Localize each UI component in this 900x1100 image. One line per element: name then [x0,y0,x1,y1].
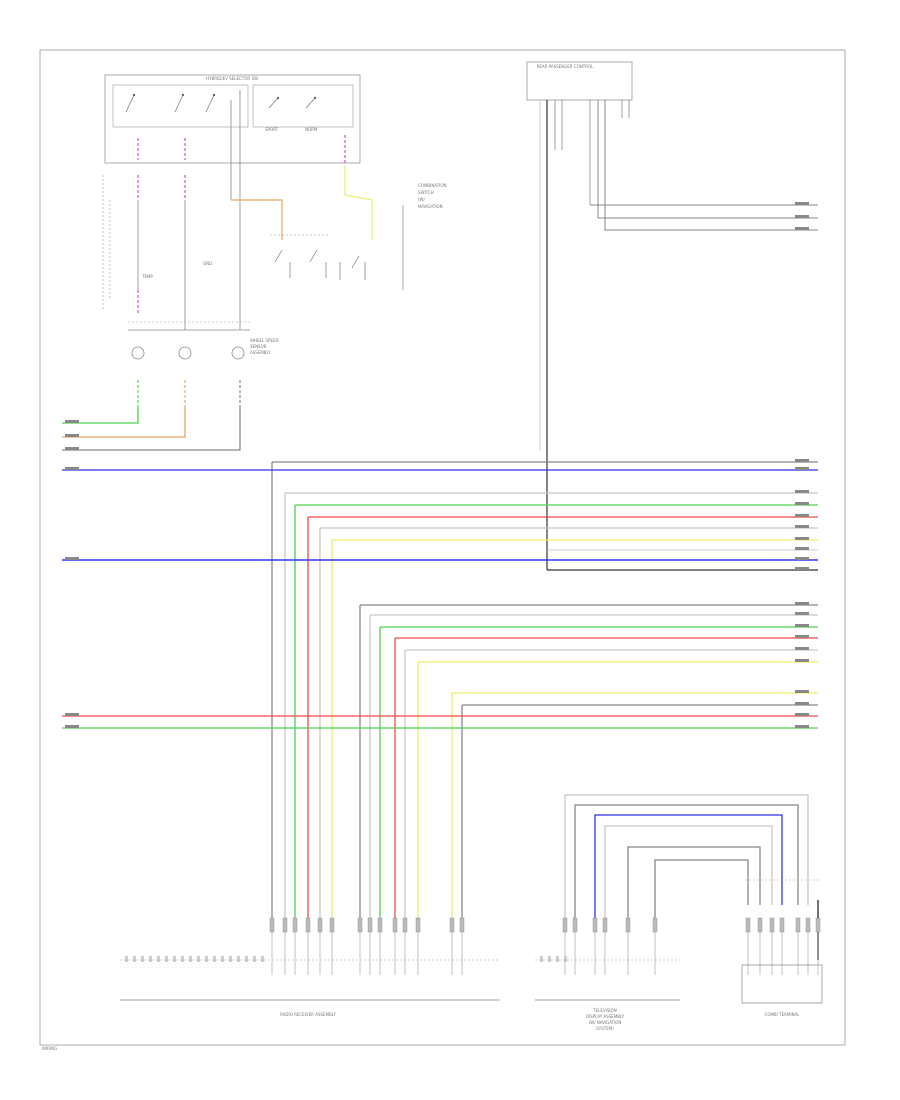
connector-pin [625,917,631,933]
connector-pin [292,917,298,933]
connector-pin [572,917,578,933]
unused-pin [205,956,208,962]
wheel-speed-sensor-block: WHEEL SPEED SENSOR ASSEMBLY [62,321,279,451]
bottom-right-label: COMBI TERMINAL [765,1012,801,1017]
connector-pin [592,917,598,933]
unused-pin [245,956,248,962]
sensor-label-1: WHEEL SPEED [250,338,279,343]
diagram-border [39,49,846,1046]
unused-pin [141,956,144,962]
connector-pin [805,917,811,933]
bottom-middle-label-3: (W/ NAVIGATION [589,1020,622,1025]
combination-switch-block: COMBINATION SWITCH (W/ NAVIGATION [270,183,447,290]
connector-pin [402,917,408,933]
main-bus-wires [62,461,818,930]
unused-pin [564,956,567,962]
bottom-middle-label-4: SYSTEM) [596,1026,614,1031]
connector-pin [562,917,568,933]
unused-pin [125,956,128,962]
connector-pin [377,917,383,933]
svg-text:TEMP: TEMP [141,274,153,279]
unused-pin [181,956,184,962]
connector-pin [357,917,363,933]
unused-pin [149,956,152,962]
middle-note-line-1: COMBINATION [418,183,447,188]
unused-pin [213,956,216,962]
bottom-middle-label-1: TELEVISION [592,1008,617,1013]
footer-ref: WIRING [42,1046,57,1051]
unused-pin [237,956,240,962]
svg-text:SPORT: SPORT [265,127,279,132]
connector-pin [459,917,465,933]
connector-pin [449,917,455,933]
connector-pin [769,917,775,933]
bottom-connector-pins [125,917,821,975]
connector-pin [815,917,821,933]
middle-note-line-2: SWITCH [418,190,434,195]
unused-pin [540,956,543,962]
middle-note-line-3: (W/ [418,197,426,202]
svg-text:GND: GND [203,261,212,266]
unused-pin [173,956,176,962]
sensor-label-2: SENSOR [250,344,267,349]
connector-pin [317,917,323,933]
connector-pin [392,917,398,933]
unused-pin [261,956,264,962]
bottom-middle-label-2: DISPLAY ASSEMBLY [586,1014,625,1019]
connector-pin [757,917,763,933]
left-switch-wires: TEMP GND [137,90,373,330]
connector-pin [282,917,288,933]
connector-pin [745,917,751,933]
connector-pin [367,917,373,933]
unused-pin [133,956,136,962]
bottom-right-loop-wires [564,794,820,960]
svg-text:NORM: NORM [305,127,318,132]
unused-pin [197,956,200,962]
connector-pin [415,917,421,933]
unused-pin [229,956,232,962]
unused-pin [253,956,256,962]
connector-pin [329,917,335,933]
top-left-unit-label: HYBRID/EV SELECTOR SW [206,76,258,81]
unused-pin [548,956,551,962]
connector-pin [652,917,658,933]
unused-pin [165,956,168,962]
connector-pin [602,917,608,933]
bottom-left-label: RADIO RECEIVER ASSEMBLY [280,1012,336,1017]
unused-pin [221,956,224,962]
connector-pin [795,917,801,933]
top-left-switch-unit: HYBRID/EV SELECTOR SW SPORT NORM [104,74,361,164]
right-edge-markers [65,202,809,728]
connector-pin [269,917,275,933]
middle-note-line-4: NAVIGATION [418,204,443,209]
connector-pin [305,917,311,933]
unused-pin [189,956,192,962]
top-right-unit-label: REAR PASSENGER CONTROL [537,64,595,69]
top-right-unit: REAR PASSENGER CONTROL [526,61,818,570]
unused-pin [556,956,559,962]
connector-pin [779,917,785,933]
unused-pin [157,956,160,962]
sensor-label-3: ASSEMBLY [250,350,271,355]
